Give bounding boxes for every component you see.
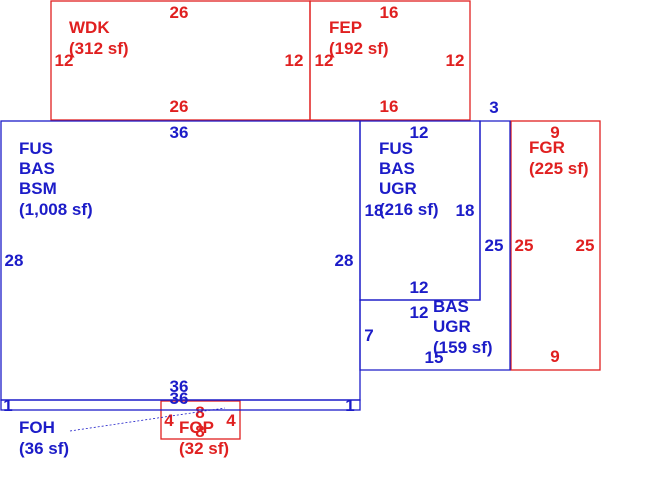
fep-dim-left: 12 [315,51,334,70]
foh-dim-top: 36 [170,389,189,408]
fgr-label-name: FGR [529,138,565,157]
bas-ugr-dim-top: 12 [410,303,429,322]
fgr-area: FGR (225 sf) 9 25 25 9 [510,120,601,371]
fgr-dim-right: 25 [576,236,595,255]
fop-dim-right: 4 [226,411,236,430]
foh-label-name: FOH [19,418,55,437]
fus-bas-bsm-dim-left: 28 [5,251,24,270]
foh-outline [0,399,361,411]
fus-bas-ugr-label-line3: UGR [379,179,417,198]
fus-bas-bsm-dim-right: 28 [335,251,354,270]
fep-dim-bottom: 16 [380,97,399,116]
wdk-dim-bottom: 26 [170,97,189,116]
wdk-label-name: WDK [69,18,110,37]
foh-label-area: (36 sf) [19,439,69,458]
fus-bas-bsm-area: FUS BAS BSM (1,008 sf) 36 28 28 36 36 [0,120,361,408]
fop-dim-left: 4 [164,411,174,430]
wdk-label-area: (312 sf) [69,39,129,58]
fus-bas-ugr-dim-bottom: 12 [410,278,429,297]
fus-bas-ugr-label-area: (216 sf) [379,200,439,219]
bas-ugr-label-line1: BAS [433,297,469,316]
bas-ugr-dim-notch: 3 [489,98,498,117]
wdk-dim-right: 12 [285,51,304,70]
bas-ugr-dim-right: 25 [485,236,504,255]
fgr-dim-top: 9 [550,123,559,142]
fus-bas-bsm-label-line3: BSM [19,179,57,198]
fus-bas-bsm-dim-bottom: 36 [170,377,189,396]
fus-bas-ugr-dim-left: 18 [365,201,384,220]
wdk-area: WDK (312 sf) 26 12 12 26 [50,0,311,121]
bas-ugr-label-area: (159 sf) [433,338,493,357]
fep-dim-top: 16 [380,3,399,22]
foh-area: 1 1 FOH (36 sf) [0,396,361,458]
fop-area: 8 4 4 8 FOP (32 sf) [160,400,241,458]
fop-label-area: (32 sf) [179,439,229,458]
fep-outline [309,0,471,121]
fus-bas-ugr-dim-right: 18 [456,201,475,220]
fep-dim-right: 12 [446,51,465,70]
fep-area: FEP (192 sf) 16 12 12 16 [309,0,471,121]
fep-label-name: FEP [329,18,362,37]
fgr-label-area: (225 sf) [529,159,589,178]
bas-ugr-dim-left: 7 [364,326,373,345]
bas-ugr-outline [359,120,511,371]
bas-ugr-dim-bottom: 15 [425,348,444,367]
wdk-dim-top: 26 [170,3,189,22]
wdk-dim-left: 12 [55,51,74,70]
fus-bas-ugr-dim-top: 12 [410,123,429,142]
fus-bas-ugr-label-line1: FUS [379,139,413,158]
fus-bas-bsm-label-area: (1,008 sf) [19,200,93,219]
fus-bas-bsm-label-line2: BAS [19,159,55,178]
fop-label-name: FOP [179,418,214,437]
fep-label-area: (192 sf) [329,39,389,58]
foh-dim-right: 1 [345,396,354,415]
fgr-outline [510,120,601,371]
fop-dim-top: 8 [195,403,204,422]
bas-ugr-area: BAS UGR (159 sf) 12 7 15 3 25 [359,98,511,371]
fus-bas-ugr-label-line2: BAS [379,159,415,178]
fus-bas-bsm-label-line1: FUS [19,139,53,158]
foh-dim-left: 1 [3,396,12,415]
fop-dim-bottom: 8 [195,422,204,441]
fus-bas-bsm-dim-top: 36 [170,123,189,142]
fop-outline [160,400,241,440]
bas-ugr-label-line2: UGR [433,317,471,336]
fgr-dim-bottom: 9 [550,347,559,366]
fus-bas-ugr-area: FUS BAS UGR (216 sf) 12 18 18 12 [359,120,481,301]
fgr-dim-left: 25 [515,236,534,255]
